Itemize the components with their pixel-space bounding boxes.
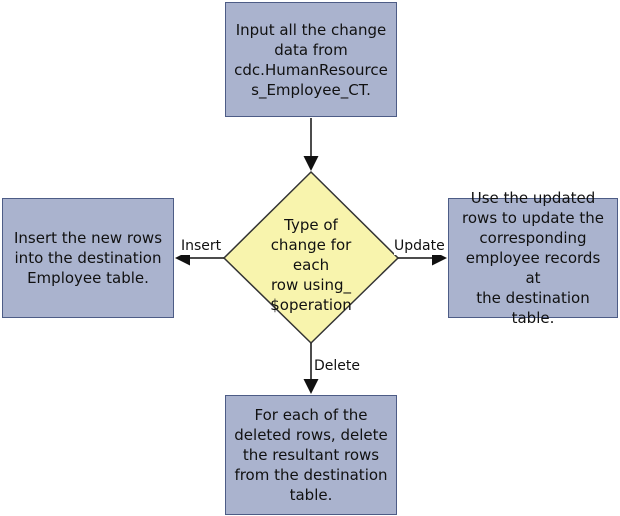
insert-process-box: Insert the new rows into the destination…: [2, 198, 174, 318]
delete-process-text: For each of the deleted rows, delete the…: [234, 406, 388, 504]
insert-edge-label: Insert: [181, 237, 222, 255]
input-process-text: Input all the change data from cdc.Human…: [234, 20, 388, 99]
decision-text: Type of change for each row using_ $oper…: [270, 216, 352, 314]
update-edge-label: Update: [394, 237, 445, 255]
update-process-box: Use the updated rows to update the corre…: [448, 189, 618, 327]
insert-process-text: Insert the new rows into the destination…: [13, 229, 163, 287]
input-process-box: Input all the change data from cdc.Human…: [225, 2, 397, 117]
update-process-text: Use the updated rows to update the corre…: [462, 189, 604, 327]
delete-process-box: For each of the deleted rows, delete the…: [225, 395, 397, 515]
delete-edge-label: Delete: [314, 357, 360, 375]
